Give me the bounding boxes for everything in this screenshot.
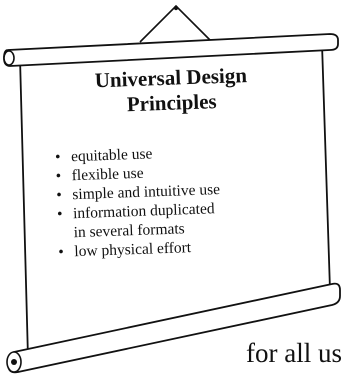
bottom-roller-axle <box>11 359 17 365</box>
principles-list: equitable use flexible use simple and in… <box>51 139 305 262</box>
top-roller-end-cap <box>3 50 15 66</box>
caption-text: for all us <box>246 338 342 368</box>
poster-title: Universal Design Principles <box>48 61 295 120</box>
hanging-wire <box>139 4 213 43</box>
poster-text: Universal Design Principles equitable us… <box>48 61 305 262</box>
hanging-hook <box>173 5 179 11</box>
